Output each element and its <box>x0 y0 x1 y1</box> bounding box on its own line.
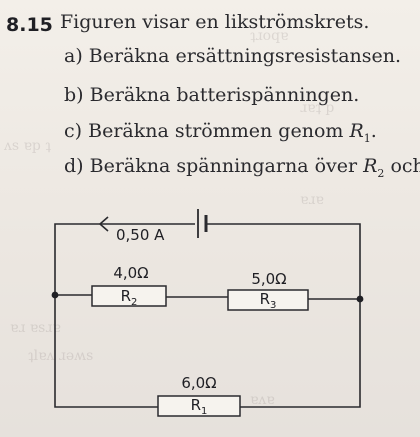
resistor-r1 <box>157 395 241 417</box>
task-text: Beräkna batterispänningen. <box>89 84 360 106</box>
task-letter: b) <box>64 84 84 106</box>
wire-top-left <box>54 223 195 408</box>
resistor-subscript: 2 <box>377 166 385 180</box>
task-letter: a) <box>64 45 83 67</box>
resistor-subscript: 1 <box>201 406 208 417</box>
task-letter: d) <box>64 155 84 177</box>
problem-intro: Figuren visar en likströmskrets. <box>60 11 370 33</box>
task-tail: . <box>370 120 377 142</box>
task-a: a) Beräkna ersättningsresistansen. <box>64 45 401 67</box>
problem-number: 8.15 <box>6 14 53 36</box>
task-text: Beräkna strömmen genom <box>88 120 350 142</box>
resistor-r2 <box>91 285 167 307</box>
resistor-symbol: R <box>120 287 132 305</box>
resistor-subscript: 3 <box>270 300 277 311</box>
resistor-symbol: R <box>259 290 271 308</box>
current-arrow-icon <box>98 216 109 232</box>
wire-top-right <box>207 223 361 408</box>
resistor-r3 <box>227 289 309 311</box>
junction-dot-right <box>356 295 364 303</box>
resistor-symbol: R <box>349 120 364 142</box>
task-d: d) Beräkna spänningarna över R2 och <box>64 155 420 180</box>
task-text: Beräkna ersättningsresistansen. <box>88 45 402 67</box>
junction-dot-left <box>51 291 59 299</box>
task-c: c) Beräkna strömmen genom R1. <box>64 120 377 145</box>
resistor-symbol: R <box>190 396 202 414</box>
task-b: b) Beräkna batterispänningen. <box>64 84 359 106</box>
resistor-r3-name: R3 <box>246 290 290 311</box>
task-text: Beräkna spänningarna över <box>89 155 364 177</box>
resistor-r2-value: 4,0Ω <box>113 264 149 282</box>
resistor-subscript: 1 <box>363 131 371 145</box>
resistor-subscript: 2 <box>131 297 138 308</box>
resistor-symbol: R <box>363 155 378 177</box>
resistor-r1-value: 6,0Ω <box>181 374 217 392</box>
resistor-r2-name: R2 <box>108 287 150 308</box>
task-letter: c) <box>64 120 83 142</box>
task-tail: och <box>390 155 420 177</box>
resistor-r1-name: R1 <box>178 396 220 417</box>
current-label: 0,50 A <box>116 226 165 244</box>
resistor-r3-value: 5,0Ω <box>251 270 287 288</box>
